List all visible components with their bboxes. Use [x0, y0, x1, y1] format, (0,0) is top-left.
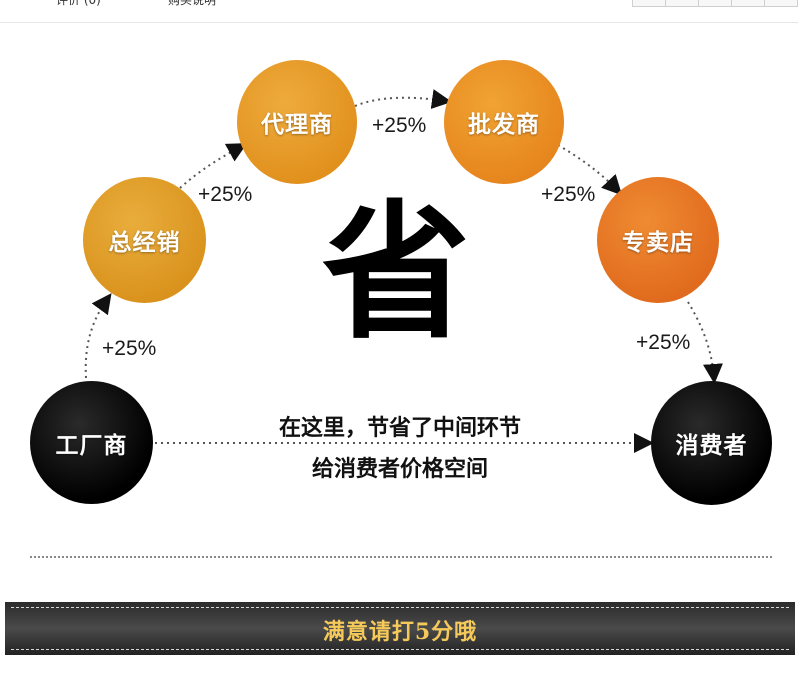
tab-purchase-notes[interactable]: 购买说明 — [168, 0, 217, 7]
markup-label: +25% — [198, 183, 253, 206]
node-retail-store: 专卖店 — [597, 177, 719, 303]
markup-label: +25% — [636, 331, 691, 354]
caption-line-2: 给消费者价格空间 — [311, 457, 488, 482]
markup-label: +25% — [102, 337, 157, 360]
node-consumer: 消费者 — [651, 381, 772, 505]
dotted-divider — [30, 556, 772, 558]
node-agent: 代理商 — [237, 60, 357, 184]
pager-strip — [632, 0, 798, 7]
arrow-wholesaler-to-store — [557, 144, 623, 196]
caption-line-1: 在这里，节省了中间环节 — [278, 416, 521, 441]
banner-stitch-top — [11, 607, 789, 608]
banner-text: 满意请打5分哦 — [322, 619, 478, 645]
node-factory: 工厂商 — [30, 381, 153, 504]
top-tab-strip: 评价 (0) 购买说明 — [0, 0, 798, 23]
markup-label: +25% — [372, 114, 427, 137]
node-wholesaler: 批发商 — [444, 60, 564, 184]
save-character: 省 — [322, 187, 470, 359]
rating-banner: 满意请打5分哦 — [5, 602, 795, 655]
tab-reviews[interactable]: 评价 (0) — [56, 0, 101, 7]
markup-label: +25% — [541, 183, 596, 206]
arrow-gm-to-agent — [179, 143, 248, 189]
node-general-distributor: 总经销 — [83, 177, 206, 303]
arrow-store-to-consumer — [687, 301, 723, 384]
arrow-agent-to-wholesaler — [354, 89, 452, 109]
banner-stitch-bottom — [11, 649, 789, 650]
